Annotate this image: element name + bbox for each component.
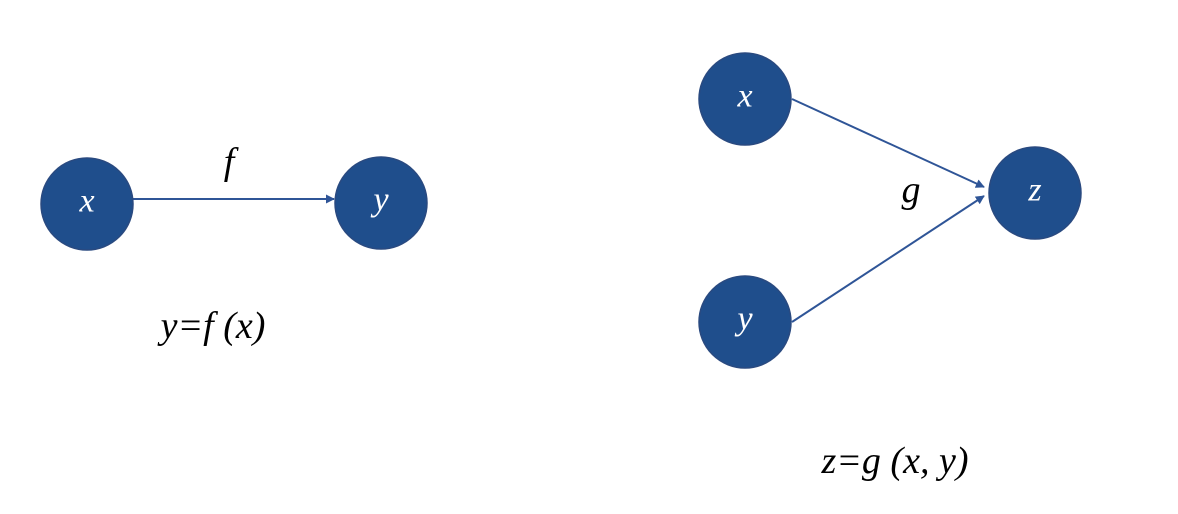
node-y-circle (334, 156, 428, 250)
function-label-g: g (902, 169, 921, 211)
node-z-label: z (1027, 172, 1041, 209)
edge-x-to-z (791, 98, 985, 188)
node-x-circle (40, 157, 134, 251)
formula-y-equals-f-of-x: y=f (x) (157, 305, 266, 347)
node-x-right: x (698, 52, 792, 146)
node-x-right-label: x (736, 78, 752, 115)
node-y-right: y (698, 275, 792, 369)
node-x-right-circle (698, 52, 792, 146)
node-x-label: x (78, 183, 94, 220)
left-diagram: f x y y=f (x) (40, 141, 428, 347)
node-x: x (40, 157, 134, 251)
node-y-label: y (370, 182, 389, 219)
node-y: y (334, 156, 428, 250)
node-z: z (988, 146, 1082, 240)
formula-z-equals-g-of-x-y: z=g (x, y) (821, 440, 969, 482)
node-y-right-circle (698, 275, 792, 369)
edge-y-to-z (791, 195, 985, 323)
edge-label-f: f (224, 141, 239, 183)
right-diagram: g x y z z=g (x, y) (698, 52, 1082, 482)
node-z-circle (988, 146, 1082, 240)
node-y-right-label: y (734, 301, 753, 338)
